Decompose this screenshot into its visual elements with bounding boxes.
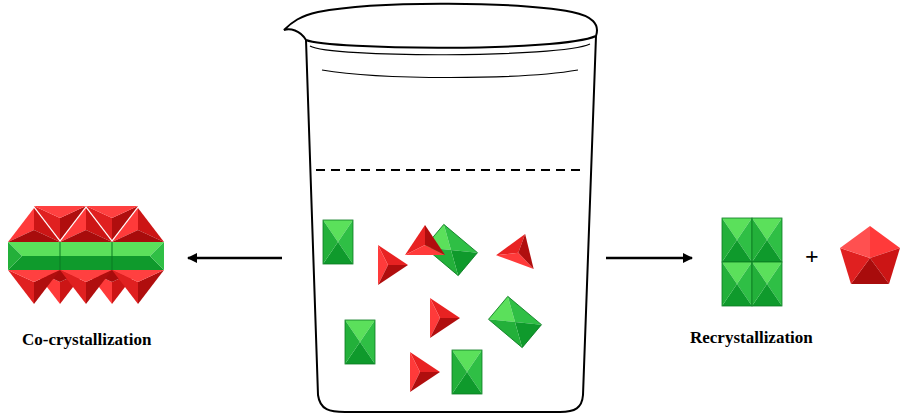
beaker: [284, 4, 597, 412]
arrow: [188, 257, 282, 260]
green-crystal: [722, 218, 782, 306]
arrow: [606, 257, 692, 260]
particles: [323, 220, 544, 394]
process-label: Co-crystallization: [22, 330, 151, 350]
red-crystal: [840, 226, 900, 284]
process-label: Recrystallization: [690, 328, 813, 348]
co-crystal: [8, 206, 164, 304]
plus-sign: +: [805, 243, 819, 270]
